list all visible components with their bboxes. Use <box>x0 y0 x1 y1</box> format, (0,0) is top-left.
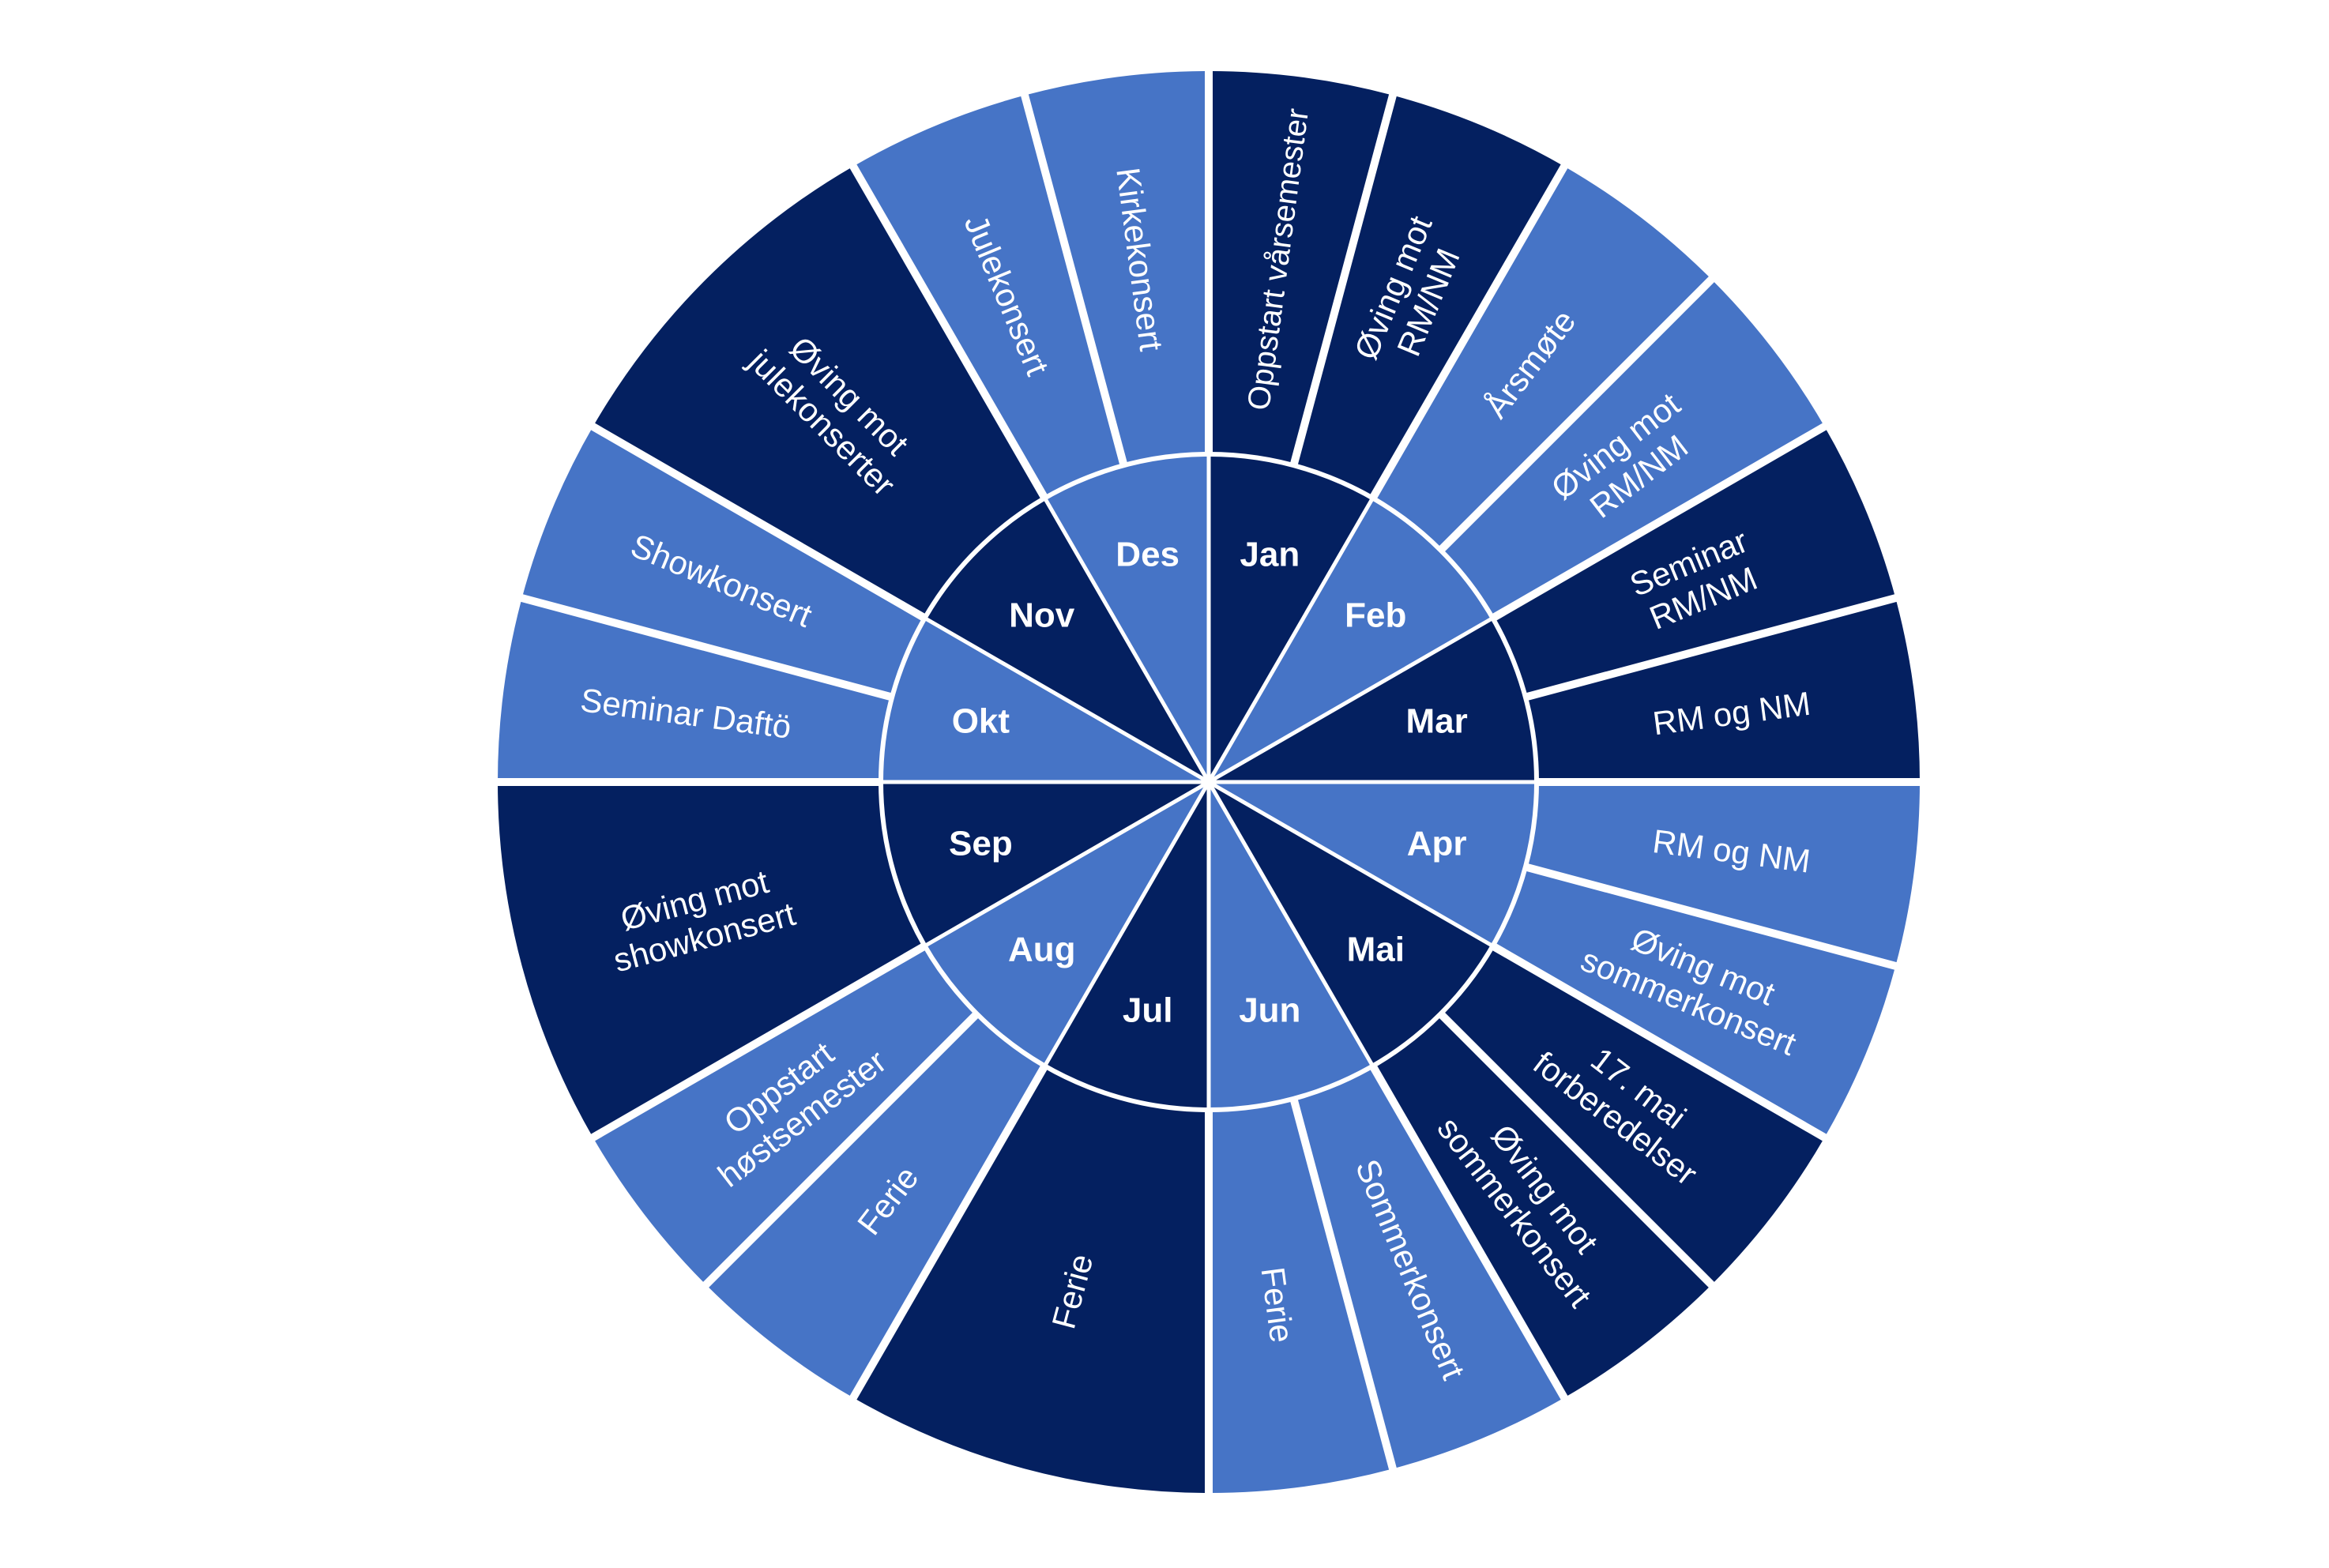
activity-segment <box>521 427 925 698</box>
activity-segment <box>1440 946 1825 1285</box>
activity-segment <box>1209 1098 1393 1493</box>
activity-divider <box>848 1063 1048 1403</box>
activity-segment <box>1025 71 1209 466</box>
activity-divider <box>1524 863 1900 971</box>
activity-segment <box>593 946 977 1285</box>
activity-divider <box>1437 274 1717 554</box>
month-label-mar: Mar <box>1405 702 1467 741</box>
activity-divider <box>1437 1010 1717 1290</box>
activity-segment <box>1209 71 1393 466</box>
activity-divider <box>517 593 894 701</box>
month-segment-jul <box>1044 782 1209 1110</box>
activity-segment <box>1440 279 1825 619</box>
activity-segment <box>593 166 1045 619</box>
activity-divider <box>588 942 927 1143</box>
activity-divider <box>1289 1097 1398 1473</box>
month-divider <box>1206 497 1375 784</box>
activity-segment <box>498 598 893 782</box>
month-divider <box>1206 780 1375 1067</box>
month-label-mai: Mai <box>1347 930 1405 968</box>
month-divider <box>1043 780 1211 1067</box>
activity-segment <box>1293 1066 1564 1469</box>
month-segment-nov <box>924 498 1209 782</box>
month-segment-jun <box>1209 782 1373 1110</box>
month-label-okt: Okt <box>952 702 1010 741</box>
month-segment-okt <box>881 618 1209 782</box>
month-divider <box>1043 497 1211 784</box>
activity-segment <box>1293 95 1564 498</box>
activity-segment <box>1372 166 1712 551</box>
month-segment-aug <box>924 782 1209 1066</box>
activity-divider <box>1020 91 1128 467</box>
month-segment-jan <box>1209 454 1373 782</box>
ring-separators <box>495 68 1923 1496</box>
month-segment-apr <box>1209 782 1537 946</box>
activity-segment <box>853 1066 1209 1493</box>
month-label-jun: Jun <box>1239 991 1300 1030</box>
month-label-feb: Feb <box>1345 596 1406 635</box>
activity-divider <box>1289 91 1398 467</box>
month-divider <box>1207 780 1494 948</box>
month-label-des: Des <box>1116 535 1180 573</box>
month-segment-des <box>1044 454 1209 782</box>
activity-divider <box>1369 161 1570 501</box>
activity-segment <box>705 1013 1045 1398</box>
month-label-nov: Nov <box>1009 596 1075 635</box>
activity-divider <box>1369 1063 1570 1403</box>
activity-divider <box>1524 593 1900 701</box>
month-ring <box>881 454 1537 1110</box>
activity-divider <box>848 161 1048 501</box>
activity-segment <box>853 95 1124 498</box>
month-label-apr: Apr <box>1407 824 1467 863</box>
month-label-jul: Jul <box>1123 991 1173 1030</box>
activity-divider <box>588 421 927 622</box>
month-segment-feb <box>1209 498 1493 782</box>
activity-segment <box>1372 1013 1712 1398</box>
month-segment-mar <box>1209 618 1537 782</box>
activity-segment <box>1525 782 1920 966</box>
month-divider <box>924 616 1210 784</box>
activity-divider <box>1490 942 1830 1143</box>
activity-segment <box>1492 867 1896 1137</box>
activity-segment <box>1492 427 1896 698</box>
month-label-aug: Aug <box>1008 930 1076 968</box>
month-divider <box>924 780 1210 948</box>
month-divider <box>1207 616 1494 784</box>
activity-divider <box>1490 421 1830 622</box>
month-segment-mai <box>1209 782 1493 1066</box>
month-label-sep: Sep <box>949 824 1013 863</box>
inner-ring-border <box>879 452 1539 1112</box>
activity-segment <box>498 782 925 1137</box>
month-segment-sep <box>881 782 1209 946</box>
activity-divider <box>701 1010 980 1290</box>
activity-segment <box>1525 598 1920 782</box>
month-label-jan: Jan <box>1240 535 1300 573</box>
